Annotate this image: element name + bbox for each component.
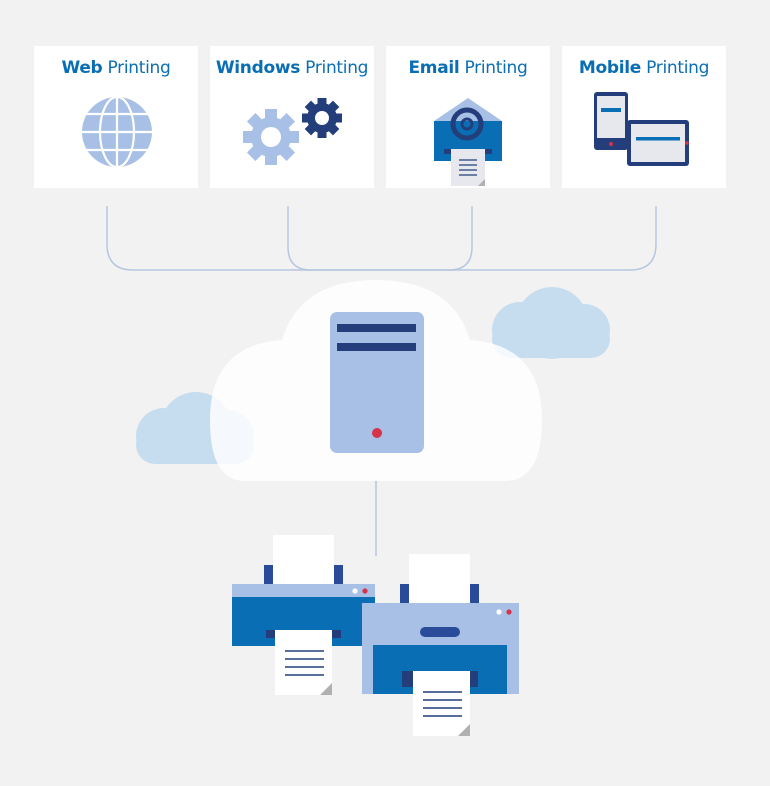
- printer-icon-left: [232, 535, 375, 695]
- card-title: Windows Printing: [210, 58, 374, 78]
- card-title: Web Printing: [34, 58, 198, 78]
- card-title-bold: Web: [61, 58, 103, 78]
- card-title-rest: Printing: [102, 58, 171, 78]
- card-email-printing[interactable]: Email Printing: [386, 46, 550, 188]
- card-title-bold: Email: [408, 58, 460, 78]
- globe-icon: [82, 97, 152, 167]
- card-title: Mobile Printing: [562, 58, 726, 78]
- card-windows-printing[interactable]: Windows Printing: [210, 46, 374, 188]
- card-title-bold: Windows: [215, 58, 301, 78]
- card-title-rest: Printing: [641, 58, 710, 78]
- small-cloud-right: [492, 287, 610, 359]
- card-title-bold: Mobile: [578, 58, 642, 78]
- connector-lines: [106, 206, 657, 556]
- printer-icon-right: [362, 554, 519, 736]
- card-web-printing[interactable]: Web Printing: [34, 46, 198, 188]
- card-mobile-printing[interactable]: Mobile Printing: [562, 46, 726, 188]
- card-title-rest: Printing: [300, 58, 369, 78]
- email-envelope-icon: [434, 98, 502, 186]
- server-icon: [330, 312, 424, 453]
- mobile-devices-icon: [594, 92, 689, 166]
- gears-icon: [243, 98, 342, 165]
- card-title-rest: Printing: [459, 58, 528, 78]
- card-title: Email Printing: [386, 58, 550, 78]
